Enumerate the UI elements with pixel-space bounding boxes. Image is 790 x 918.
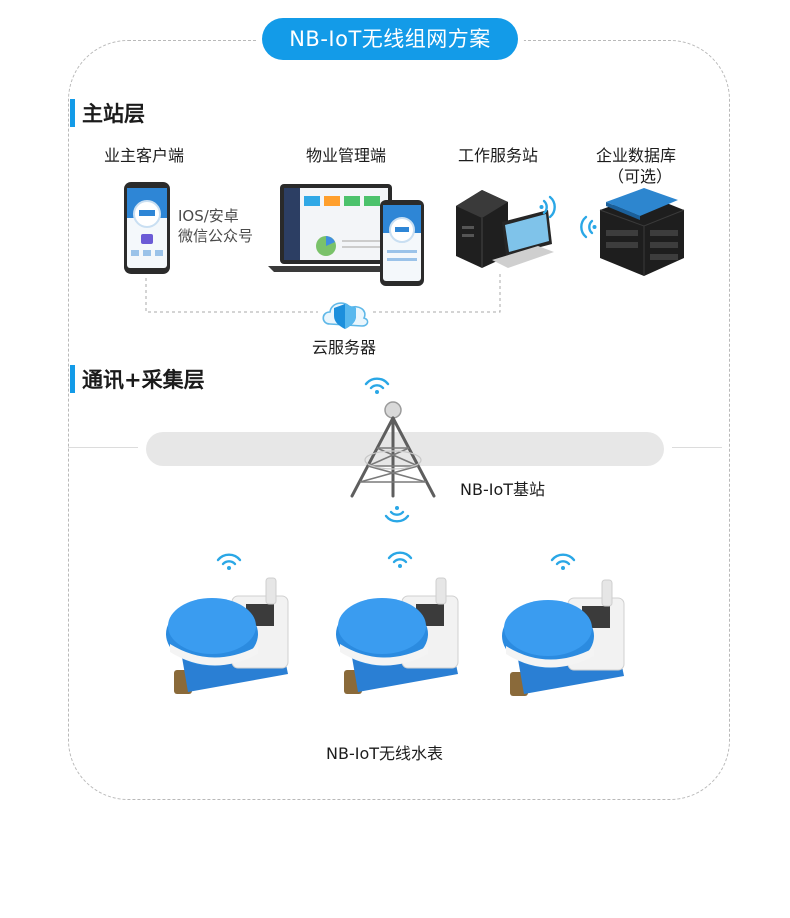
database-server-icon [599, 188, 685, 276]
wifi-signal-icon [216, 553, 242, 570]
work-station-label: 工作服务站 [458, 146, 539, 165]
property-mgmt-label: 物业管理端 [306, 146, 387, 165]
wifi-signal-icon [580, 215, 597, 239]
cloud-server-label: 云服务器 [312, 338, 377, 357]
base-station-tower-icon [350, 401, 436, 498]
wifi-signal-icon [539, 195, 556, 219]
owner-client-label: 业主客户端 [104, 146, 185, 165]
section-master-title: 主站层 [82, 102, 145, 126]
section-master-layer: 主站层 [70, 98, 145, 128]
water-meter-icon [166, 577, 289, 694]
work-station-icon [456, 190, 554, 268]
water-meter-icon [502, 579, 625, 696]
property-laptop-icon [268, 184, 424, 286]
owner-platform-ios: IOS/安卓 [178, 207, 239, 225]
divider-line [672, 447, 722, 448]
section-comm-title: 通讯+采集层 [82, 368, 205, 392]
wifi-signal-icon [387, 551, 413, 568]
section-marker [70, 365, 75, 393]
section-comm-layer: 通讯+采集层 [70, 364, 205, 394]
wifi-signal-icon [384, 506, 410, 523]
base-station-label: NB-IoT基站 [460, 480, 546, 499]
section-marker [70, 99, 75, 127]
diagram-title: NB-IoT无线组网方案 [262, 18, 518, 60]
owner-phone-icon [124, 182, 170, 274]
wifi-signal-icon [364, 377, 390, 394]
water-meter-label: NB-IoT无线水表 [326, 744, 444, 763]
water-meter-icon [336, 577, 459, 694]
enterprise-db-label: 企业数据库 [596, 146, 677, 165]
enterprise-db-optional: （可选） [608, 167, 673, 186]
wifi-signal-icon [550, 553, 576, 570]
owner-platform-wechat: 微信公众号 [178, 227, 254, 245]
divider-line [68, 447, 138, 448]
cloud-server-icon [322, 302, 369, 329]
